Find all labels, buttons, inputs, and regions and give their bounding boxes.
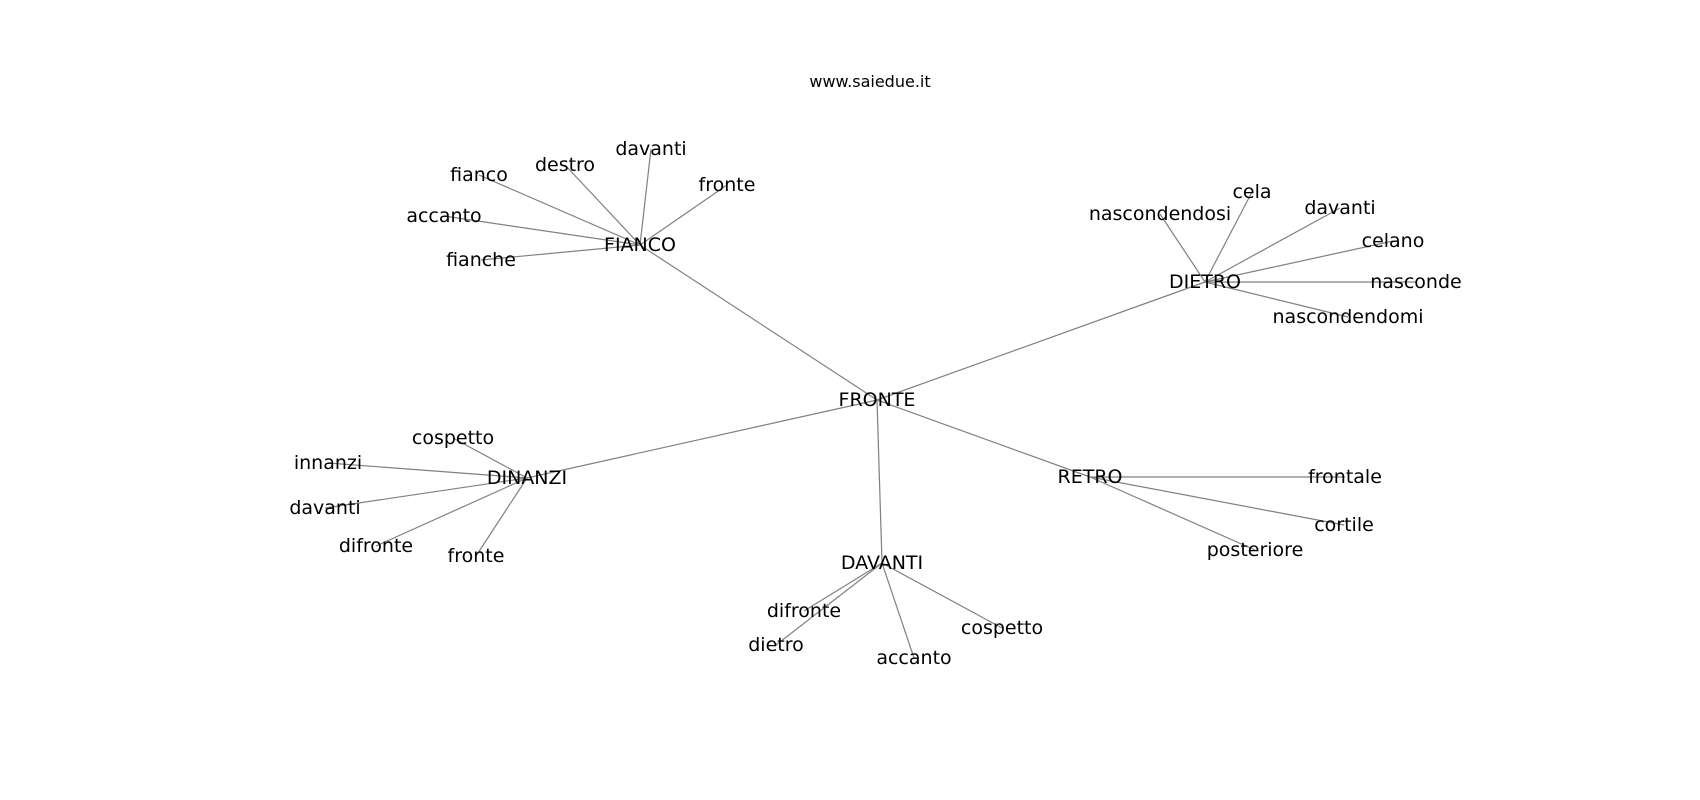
edge-dinanzi-difronte [375,477,528,547]
edge-center-dinanzi [526,399,878,479]
node-leaf-posteriore: posteriore [1207,539,1304,561]
node-leaf-difronte: difronte [339,535,413,557]
edge-davanti-difronte [803,562,883,612]
edge-center-davanti [876,399,883,564]
node-leaf-nasconde: nasconde [1370,271,1461,293]
edge-dietro-nascondendomi [1204,281,1349,318]
node-leaf-fronte: fronte [699,174,756,196]
node-leaf-fronte: fronte [448,545,505,567]
node-leaf-fianco: fianco [450,164,508,186]
edge-davanti-cospetto [881,562,1003,629]
edge-center-dietro [876,281,1206,401]
edge-fianco-fianche [480,244,641,261]
edge-fianco-accanto [443,215,641,246]
node-leaf-cospetto: cospetto [961,617,1043,639]
node-hub-davanti: DAVANTI [841,552,923,574]
node-leaf-nascondendosi: nascondendosi [1089,203,1231,225]
edge-fianco-fianco [478,174,641,246]
edge-dietro-nascondendosi [1159,213,1206,283]
node-leaf-difronte: difronte [767,600,841,622]
edge-dietro-celano [1204,240,1394,283]
node-leaf-accanto: accanto [406,205,481,227]
edge-center-retro [876,399,1091,478]
edge-fianco-fronte [639,184,728,246]
edge-dinanzi-innanzi [327,462,528,479]
node-leaf-davanti: davanti [615,138,686,160]
node-leaf-nascondendomi: nascondendomi [1273,306,1424,328]
site-url: www.saiedue.it [809,72,930,91]
node-leaf-davanti: davanti [1304,197,1375,219]
node-leaf-celano: celano [1362,230,1425,252]
node-center: FRONTE [839,389,916,411]
node-leaf-accanto: accanto [876,647,951,669]
edge-retro-posteriore [1089,476,1256,551]
edge-dinanzi-cospetto [452,437,528,479]
node-leaf-destro: destro [535,154,595,176]
edge-dietro-davanti [1204,207,1341,283]
edge-dinanzi-fronte [475,477,528,557]
node-leaf-cospetto: cospetto [412,427,494,449]
node-leaf-fianche: fianche [446,249,516,271]
edge-center-fianco [639,244,878,401]
node-leaf-cela: cela [1232,181,1271,203]
node-hub-retro: RETRO [1058,466,1123,488]
edge-davanti-dietro [775,562,883,646]
node-hub-dietro: DIETRO [1169,271,1241,293]
graph-labels: FRONTE FIANCO fianco destro davanti fronte acc… [289,138,1461,669]
node-leaf-frontale: frontale [1308,466,1382,488]
node-leaf-dietro: dietro [748,634,804,656]
edge-fianco-davanti [639,148,652,246]
node-leaf-innanzi: innanzi [294,452,362,474]
edge-davanti-accanto [881,562,915,659]
node-hub-fianco: FIANCO [604,234,676,256]
graph-edges [324,148,1416,659]
edge-fianco-destro [564,164,641,246]
node-leaf-davanti: davanti [289,497,360,519]
node-hub-dinanzi: DINANZI [487,467,567,489]
edge-dinanzi-davanti [324,477,528,509]
edge-dietro-cela [1204,191,1253,283]
node-leaf-cortile: cortile [1314,514,1374,536]
edge-retro-cortile [1089,476,1345,526]
